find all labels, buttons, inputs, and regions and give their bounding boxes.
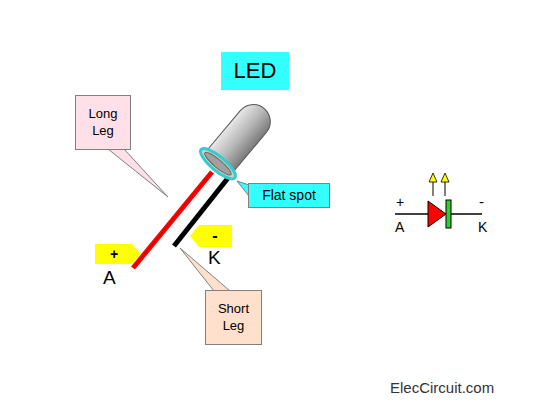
callout-box: Long Leg <box>75 95 131 150</box>
callout-text: Flat spot <box>262 187 316 205</box>
callout-tail <box>180 248 230 291</box>
pin-label: A <box>395 220 404 234</box>
title-text: LED <box>234 58 277 84</box>
callout-text: + <box>110 247 118 261</box>
pin-label: K <box>208 248 221 267</box>
polarity-tag: + <box>95 244 141 264</box>
callout-tail <box>108 149 168 197</box>
anode-leg <box>133 172 212 268</box>
led-symbol <box>395 173 482 228</box>
callout-box: Flat spot <box>248 183 330 208</box>
tag-shape <box>190 225 232 247</box>
pin-label: K <box>478 220 487 234</box>
callout-text: Short Leg <box>210 301 257 334</box>
polarity-label: - <box>479 194 484 209</box>
polarity-label: + <box>396 195 404 209</box>
callout-box: Short Leg <box>205 290 262 345</box>
title-box: LED <box>221 52 289 90</box>
anode-leg-edge <box>133 172 212 268</box>
tag-shape <box>95 244 141 264</box>
callout-text: Long Leg <box>80 106 126 139</box>
watermark: ElecCircuit.com <box>390 380 494 395</box>
pin-label: A <box>103 268 116 287</box>
callout-text: - <box>212 228 217 244</box>
tag-outline <box>190 225 232 247</box>
led-body <box>197 94 281 183</box>
polarity-tag: - <box>190 225 232 247</box>
